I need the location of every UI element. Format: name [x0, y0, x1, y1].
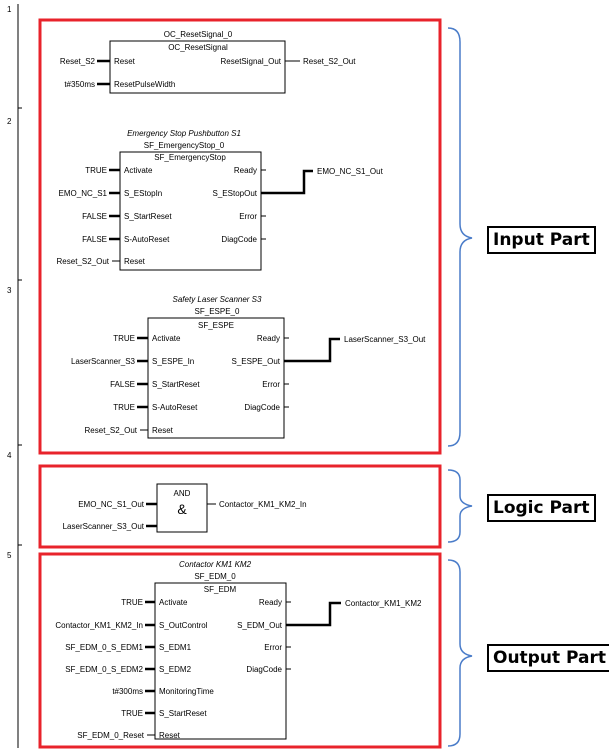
espe-block — [147, 317, 285, 439]
output-pin: Error — [264, 643, 282, 652]
input-pin: S_StartReset — [124, 212, 172, 221]
input-variable: Reset_S2_Out — [85, 426, 138, 435]
output-pin: S_ESPE_Out — [232, 357, 281, 366]
input-variable: TRUE — [121, 598, 143, 607]
input-variable: EMO_NC_S1 — [59, 189, 108, 198]
logic-bracket — [447, 469, 473, 543]
input-variable: LaserScanner_S3 — [71, 357, 136, 366]
input-variable: SF_EDM_0_S_EDM1 — [65, 643, 143, 652]
input-variable: t#300ms — [112, 687, 143, 696]
output-section-frame — [38, 552, 442, 749]
input-variable: TRUE — [121, 709, 143, 718]
output-variable: Contactor_KM1_KM2_In — [219, 500, 307, 509]
output-pin: Error — [262, 380, 280, 389]
input-bracket — [447, 27, 473, 447]
espe-type-name: SF_ESPE — [198, 321, 234, 330]
rung-number: 4 — [7, 451, 12, 460]
output-wire — [284, 337, 340, 363]
input-variable: Reset_S2_Out — [57, 257, 110, 266]
input-variable: Reset_S2 — [60, 57, 96, 66]
rung-number: 2 — [7, 117, 12, 126]
input-pin: Activate — [124, 166, 153, 175]
rung-number: 3 — [7, 286, 12, 295]
input-pin: S_OutControl — [159, 621, 208, 630]
input-pin: S-AutoReset — [152, 403, 198, 412]
input-pin: Reset — [124, 257, 146, 266]
output-pin: Ready — [259, 598, 282, 607]
rung-number: 1 — [7, 5, 12, 14]
input-pin: MonitoringTime — [159, 687, 214, 696]
input-pin: ResetPulseWidth — [114, 80, 175, 89]
input-pin: S_StartReset — [152, 380, 200, 389]
output-wire — [261, 169, 313, 195]
edm-block — [154, 582, 287, 740]
estop-block — [119, 151, 262, 271]
output-pin: Ready — [257, 334, 280, 343]
output-pin: DiagCode — [246, 665, 282, 674]
input-pin: S_EDM2 — [159, 665, 192, 674]
output-pin: DiagCode — [221, 235, 257, 244]
input-part-label: Input Part — [487, 226, 596, 254]
and-type-name: AND — [174, 489, 191, 498]
estop-comment: Emergency Stop Pushbutton S1 — [127, 129, 241, 138]
and-symbol: & — [177, 501, 187, 517]
input-variable: TRUE — [113, 334, 135, 343]
reset-block — [109, 40, 286, 94]
input-pin: S-AutoReset — [124, 235, 170, 244]
and-block — [156, 483, 208, 533]
input-variable: Contactor_KM1_KM2_In — [55, 621, 143, 630]
edm-comment: Contactor KM1 KM2 — [179, 560, 252, 569]
output-variable: EMO_NC_S1_Out — [317, 167, 384, 176]
estop-instance-name: SF_EmergencyStop_0 — [144, 141, 225, 150]
input-section-frame — [38, 18, 442, 455]
input-variable: t#350ms — [64, 80, 95, 89]
edm-instance-name: SF_EDM_0 — [194, 572, 236, 581]
input-variable: FALSE — [82, 235, 107, 244]
input-variable: SF_EDM_0_Reset — [77, 731, 144, 740]
input-variable: FALSE — [110, 380, 135, 389]
output-variable: LaserScanner_S3_Out — [344, 335, 426, 344]
input-pin: Reset — [159, 731, 181, 740]
input-pin: Reset — [152, 426, 174, 435]
espe-comment: Safety Laser Scanner S3 — [173, 295, 262, 304]
output-pin: S_EDM_Out — [237, 621, 283, 630]
input-pin: S_EDM1 — [159, 643, 192, 652]
input-pin: Activate — [159, 598, 188, 607]
espe-instance-name: SF_ESPE_0 — [195, 307, 240, 316]
output-variable: Contactor_KM1_KM2 — [345, 599, 422, 608]
edm-type-name: SF_EDM — [204, 585, 237, 594]
logic-part-label: Logic Part — [487, 494, 596, 522]
output-pin: Ready — [234, 166, 257, 175]
output-part-label: Output Part — [487, 644, 609, 672]
input-pin: Reset — [114, 57, 136, 66]
input-variable: SF_EDM_0_S_EDM2 — [65, 665, 143, 674]
output-pin: ResetSignal_Out — [221, 57, 282, 66]
input-pin: S_ESPE_In — [152, 357, 194, 366]
input-variable: FALSE — [82, 212, 107, 221]
output-pin: DiagCode — [244, 403, 280, 412]
input-pin: S_EStopIn — [124, 189, 162, 198]
reset-instance-name: OC_ResetSignal_0 — [164, 30, 233, 39]
input-pin: S_StartReset — [159, 709, 207, 718]
output-pin: S_EStopOut — [213, 189, 258, 198]
input-variable: TRUE — [113, 403, 135, 412]
input-variable: LaserScanner_S3_Out — [63, 522, 145, 531]
input-pin: Activate — [152, 334, 181, 343]
output-wire — [286, 601, 341, 627]
output-variable: Reset_S2_Out — [303, 57, 356, 66]
estop-type-name: SF_EmergencyStop — [154, 153, 226, 162]
output-pin: Error — [239, 212, 257, 221]
logic-section-frame — [38, 464, 442, 549]
reset-type-name: OC_ResetSignal — [168, 43, 228, 52]
rung-number: 5 — [7, 551, 12, 560]
input-variable: EMO_NC_S1_Out — [78, 500, 145, 509]
output-bracket — [447, 559, 473, 747]
input-variable: TRUE — [85, 166, 107, 175]
